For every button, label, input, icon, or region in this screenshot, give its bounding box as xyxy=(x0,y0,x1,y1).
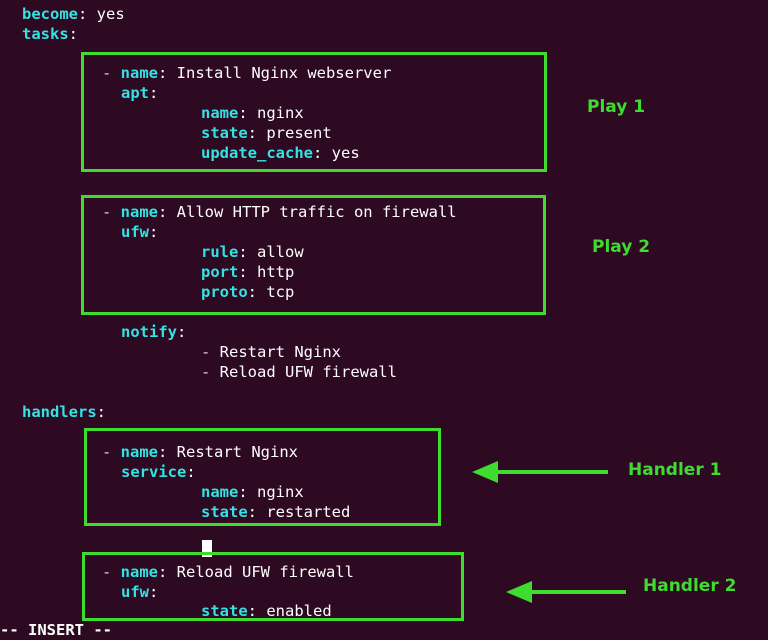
param-value: restarted xyxy=(266,503,351,521)
handler2-module-line: ufw: xyxy=(121,583,159,601)
handler2-module: ufw xyxy=(121,583,149,601)
param-key: name xyxy=(201,104,239,122)
param-value: enabled xyxy=(266,602,332,620)
handlers-line: handlers: xyxy=(22,403,106,421)
handler2-name-value: Reload UFW firewall xyxy=(176,563,354,581)
play1-param-line: name: nginx xyxy=(201,104,304,122)
notify-key: notify xyxy=(121,323,177,341)
play1-annotation: Play 1 xyxy=(587,97,646,117)
play1-highlight-box xyxy=(81,52,547,172)
handler2-arrow-icon xyxy=(506,581,626,603)
param-key: rule xyxy=(201,243,239,261)
play2-name-key: name xyxy=(120,203,158,221)
notify-line: notify: xyxy=(121,323,187,341)
param-value: present xyxy=(266,124,332,142)
play2-param-line: port: http xyxy=(201,263,295,281)
handler1-arrow-icon xyxy=(472,461,608,483)
param-key: update_cache xyxy=(201,144,313,162)
notify-item: - Restart Nginx xyxy=(201,343,341,361)
param-value: tcp xyxy=(266,283,295,301)
param-value: yes xyxy=(331,144,360,162)
param-key: name xyxy=(201,483,239,501)
play2-module-line: ufw: xyxy=(121,223,159,241)
notify-item-text: Restart Nginx xyxy=(219,343,341,361)
play1-param-line: update_cache: yes xyxy=(201,144,360,162)
handler1-name-value: Restart Nginx xyxy=(176,443,298,461)
play2-param-line: proto: tcp xyxy=(201,283,295,301)
param-value: nginx xyxy=(257,483,304,501)
handler1-module-line: service: xyxy=(121,463,196,481)
play1-name-value: Install Nginx webserver xyxy=(176,64,392,82)
play2-param-line: rule: allow xyxy=(201,243,304,261)
tasks-key: tasks xyxy=(22,25,69,43)
handler1-highlight-box xyxy=(84,428,441,526)
play2-name-line: - name: Allow HTTP traffic on firewall xyxy=(102,203,457,221)
play2-name-value: Allow HTTP traffic on firewall xyxy=(176,203,457,221)
tasks-line: tasks: xyxy=(22,25,79,43)
text-cursor xyxy=(202,540,212,557)
param-value: nginx xyxy=(257,104,304,122)
param-value: http xyxy=(257,263,295,281)
param-key: state xyxy=(201,602,248,620)
vim-mode-status: -- INSERT -- xyxy=(0,621,112,639)
become-value: yes xyxy=(96,5,125,23)
handler2-annotation: Handler 2 xyxy=(643,576,737,596)
param-key: port xyxy=(201,263,239,281)
param-key: state xyxy=(201,124,248,142)
play1-module-line: apt: xyxy=(121,84,159,102)
handler2-name-key: name xyxy=(120,563,158,581)
become-key: become xyxy=(22,5,78,23)
play1-param-line: state: present xyxy=(201,124,332,142)
play1-name-key: name xyxy=(120,64,158,82)
handler1-param-line: state: restarted xyxy=(201,503,351,521)
handler1-param-line: name: nginx xyxy=(201,483,304,501)
handler2-highlight-box xyxy=(82,552,464,621)
param-key: state xyxy=(201,503,248,521)
play2-module: ufw xyxy=(121,223,149,241)
notify-item-text: Reload UFW firewall xyxy=(219,363,397,381)
handler1-name-line: - name: Restart Nginx xyxy=(102,443,298,461)
become-line: become: yes xyxy=(22,5,125,23)
play2-highlight-box xyxy=(81,195,546,315)
handler1-annotation: Handler 1 xyxy=(628,460,722,480)
handler2-param-line: state: enabled xyxy=(201,602,332,620)
play1-name-line: - name: Install Nginx webserver xyxy=(102,64,392,82)
handler1-name-key: name xyxy=(120,443,158,461)
param-value: allow xyxy=(257,243,304,261)
notify-item: - Reload UFW firewall xyxy=(201,363,397,381)
handler1-module: service xyxy=(121,463,187,481)
param-key: proto xyxy=(201,283,248,301)
play2-annotation: Play 2 xyxy=(592,237,651,257)
handlers-key: handlers xyxy=(22,403,97,421)
handler2-name-line: - name: Reload UFW firewall xyxy=(102,563,354,581)
play1-module: apt xyxy=(121,84,149,102)
